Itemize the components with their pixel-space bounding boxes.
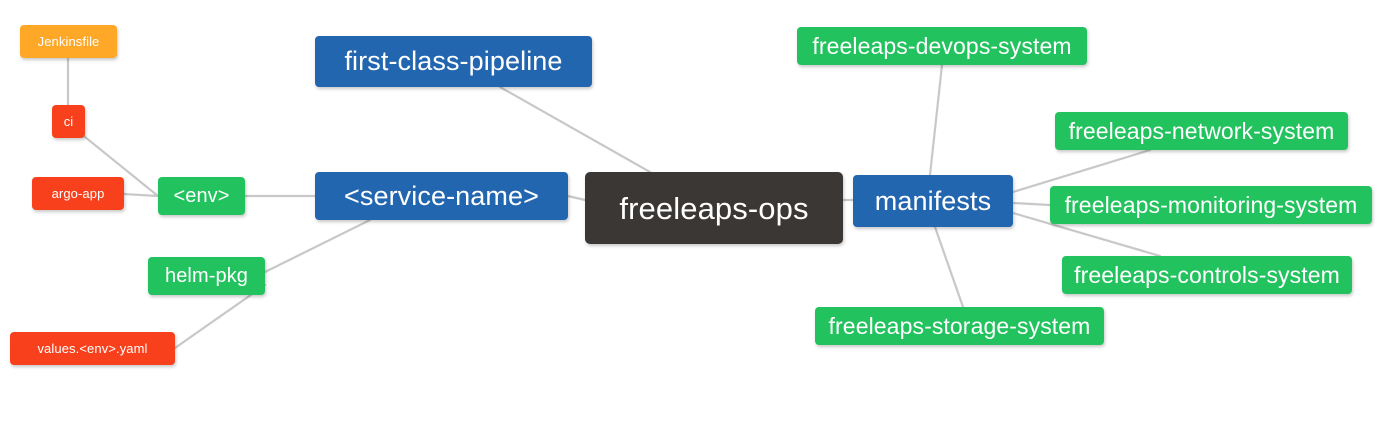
node-root-freeleaps-ops[interactable]: freeleaps-ops — [585, 172, 843, 244]
node-freeleaps-network-system-label: freeleaps-network-system — [1068, 117, 1335, 144]
node-freeleaps-controls-system[interactable]: freeleaps-controls-system — [1062, 256, 1352, 294]
node-ci[interactable]: ci — [52, 105, 85, 138]
node-freeleaps-devops-system[interactable]: freeleaps-devops-system — [797, 27, 1087, 65]
node-freeleaps-controls-system-label: freeleaps-controls-system — [1074, 261, 1340, 288]
node-argo-app[interactable]: argo-app — [32, 177, 124, 210]
node-env-label: <env> — [173, 185, 230, 207]
node-jenkinsfile-label: Jenkinsfile — [37, 34, 100, 49]
node-values-yaml-label: values.<env>.yaml — [37, 341, 148, 356]
node-freeleaps-network-system[interactable]: freeleaps-network-system — [1055, 112, 1348, 150]
edge-helmpkg-servicename — [263, 218, 372, 274]
node-manifests[interactable]: manifests — [853, 175, 1013, 227]
edge-servicename-root — [566, 194, 587, 202]
node-values-yaml[interactable]: values.<env>.yaml — [10, 332, 175, 365]
node-freeleaps-monitoring-system[interactable]: freeleaps-monitoring-system — [1050, 186, 1372, 224]
edge-manifests-monitoring — [1011, 201, 1052, 207]
edge-manifests-devops — [928, 63, 944, 177]
node-manifests-label: manifests — [874, 185, 992, 216]
edge-argoapp-env — [122, 192, 160, 198]
node-helm-pkg[interactable]: helm-pkg — [148, 257, 265, 295]
node-freeleaps-storage-system[interactable]: freeleaps-storage-system — [815, 307, 1104, 345]
node-service-name[interactable]: <service-name> — [315, 172, 568, 220]
node-freeleaps-devops-system-label: freeleaps-devops-system — [812, 32, 1072, 59]
node-service-name-label: <service-name> — [344, 180, 539, 211]
node-jenkinsfile[interactable]: Jenkinsfile — [20, 25, 117, 58]
node-freeleaps-monitoring-system-label: freeleaps-monitoring-system — [1064, 191, 1358, 218]
node-first-class-pipeline-label: first-class-pipeline — [344, 46, 563, 76]
node-freeleaps-storage-system-label: freeleaps-storage-system — [828, 312, 1091, 339]
edge-manifests-storage — [933, 225, 965, 309]
node-first-class-pipeline[interactable]: first-class-pipeline — [315, 36, 592, 87]
node-helm-pkg-label: helm-pkg — [164, 265, 249, 287]
node-ci-label: ci — [63, 114, 74, 129]
node-root-label: freeleaps-ops — [619, 190, 809, 226]
node-argo-app-label: argo-app — [51, 186, 105, 201]
node-env[interactable]: <env> — [158, 177, 245, 215]
edge-pipeline-root — [498, 85, 652, 174]
